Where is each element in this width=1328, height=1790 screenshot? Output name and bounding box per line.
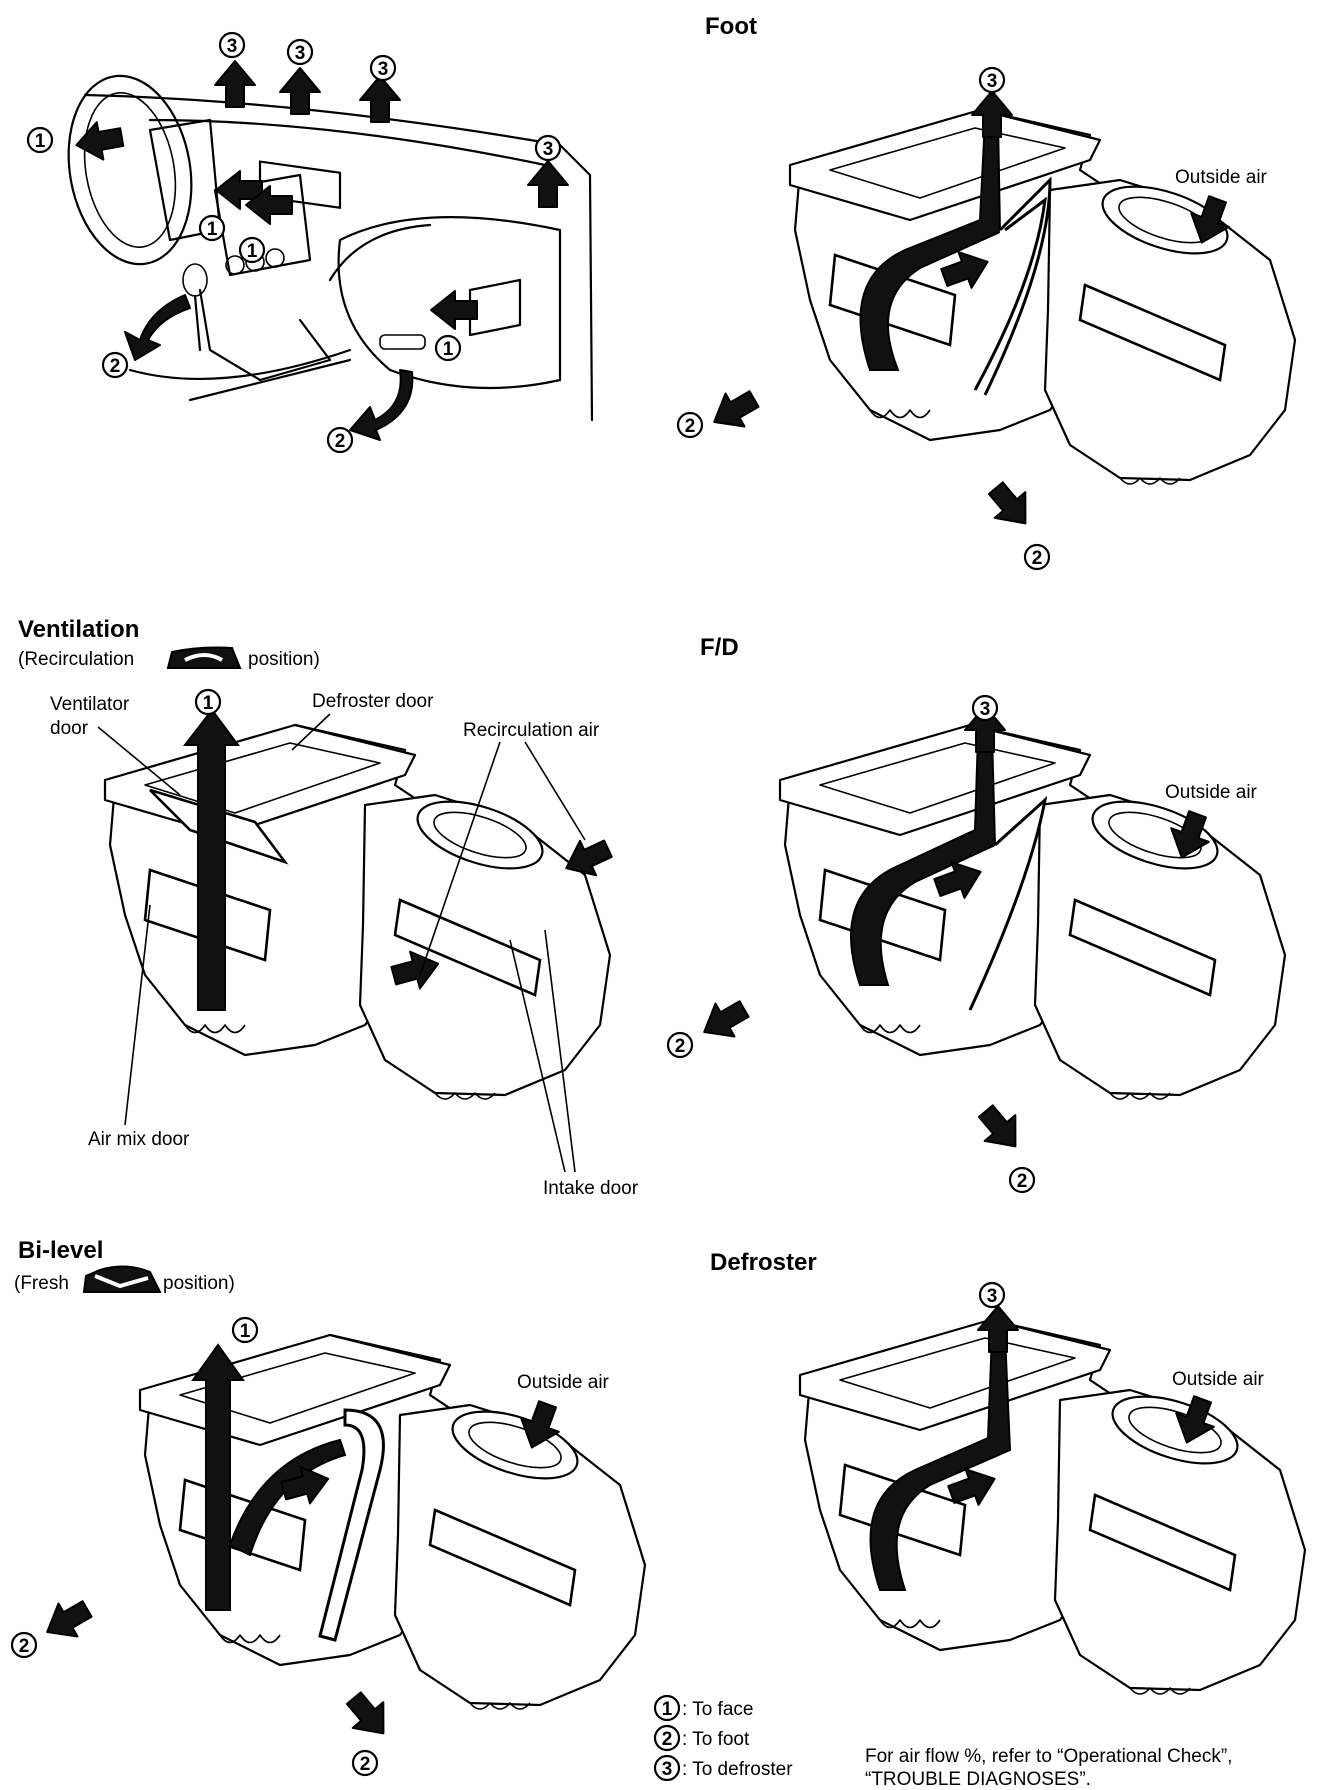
panel-ventilation: Ventilation (Recirculation position) Ven… <box>18 616 639 1199</box>
fd-title: F/D <box>700 634 739 661</box>
bilevel-title: Bi-level <box>18 1237 103 1264</box>
defroster-title: Defroster <box>710 1249 817 1276</box>
air-mix-door-label: Air mix door <box>88 1129 190 1150</box>
airflow-note: For air flow %, refer to “Operational Ch… <box>865 1746 1232 1790</box>
ventilation-subtitle-end: position) <box>248 649 320 670</box>
panel-defroster: Defroster Outside air <box>710 1249 1307 1696</box>
dashboard-illustration <box>26 31 594 454</box>
panel-foot: Foot Outside air <box>676 13 1297 571</box>
panel-bilevel: Bi-level (Fresh position) Outside air <box>10 1237 647 1777</box>
ventilation-title: Ventilation <box>18 616 139 643</box>
outside-air-label: Outside air <box>1165 782 1258 803</box>
note-line-2: “TROUBLE DIAGNOSES”. <box>865 1769 1091 1790</box>
recirculation-icon <box>166 646 242 669</box>
note-line-1: For air flow %, refer to “Operational Ch… <box>865 1746 1232 1767</box>
legend: : To face : To foot : To defroster <box>653 1694 793 1782</box>
legend-to-foot: : To foot <box>682 1729 750 1750</box>
foot-title: Foot <box>705 13 757 40</box>
panel-fd: F/D Outside air <box>666 634 1287 1194</box>
bilevel-subtitle-start: (Fresh <box>14 1273 69 1294</box>
ventilator-door-label-1: Ventilator <box>50 694 130 715</box>
legend-to-face: : To face <box>682 1699 753 1720</box>
outside-air-label: Outside air <box>517 1372 610 1393</box>
defroster-door-label: Defroster door <box>312 691 434 712</box>
ventilation-subtitle-start: (Recirculation <box>18 649 134 670</box>
intake-door-label: Intake door <box>543 1178 639 1199</box>
outside-air-label: Outside air <box>1175 167 1268 188</box>
bilevel-subtitle-end: position) <box>163 1273 235 1294</box>
recirculation-air-label: Recirculation air <box>463 720 600 741</box>
ventilator-door-label-2: door <box>50 718 89 739</box>
fresh-air-icon <box>82 1265 162 1293</box>
outside-air-label: Outside air <box>1172 1369 1265 1390</box>
legend-to-defroster: : To defroster <box>682 1759 793 1780</box>
